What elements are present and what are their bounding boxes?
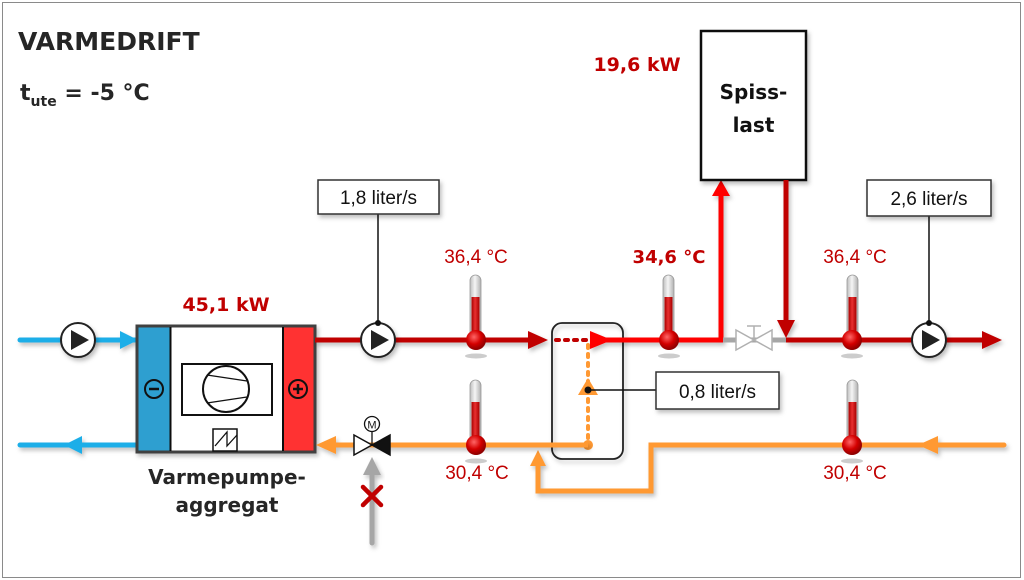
bypass-flow-value: 0,8 liter/s	[679, 382, 756, 403]
closed-x-icon	[360, 484, 384, 508]
bypass-flow-callout	[655, 371, 780, 410]
inactive-bypass-pipe	[363, 457, 381, 546]
hp-supply-pipe	[315, 331, 548, 349]
mixing-bypass-box	[551, 322, 624, 460]
play-icon	[371, 330, 389, 350]
heat-pump-power: 45,1 kW	[182, 294, 269, 316]
outdoor-temp-label: tute = -5 °C	[20, 81, 150, 110]
thermometer-icon-hp-return	[465, 379, 487, 464]
heat-pump-label-line1: Varmepumpe-	[148, 465, 306, 489]
thermometer-icon-consumer-return	[841, 379, 863, 464]
expansion-valve-icon	[212, 428, 238, 452]
peak-load-power: 19,6 kW	[593, 54, 680, 76]
hp-flow-value: 1,8 liter/s	[340, 188, 417, 209]
outdoor-temp-symbol: t	[20, 81, 31, 106]
compressor-icon	[181, 363, 273, 416]
consumer-return-pipe	[530, 436, 1007, 494]
peak-load-return-pipe	[777, 180, 795, 338]
temp-consumer-supply: 36,4 °C	[823, 247, 887, 268]
peak-load-unit	[699, 29, 808, 182]
svg-text:M: M	[367, 420, 376, 432]
thermometer-icon-consumer-supply	[841, 274, 863, 359]
mixed-supply-pipe	[590, 180, 730, 349]
consumer-flow-value: 2,6 liter/s	[890, 189, 967, 210]
cold-side-minus-icon	[144, 379, 164, 399]
temp-hp-supply: 36,4 °C	[444, 247, 508, 268]
brine-pump	[60, 322, 96, 358]
outdoor-temp-value: = -5 °C	[57, 81, 150, 106]
thermometer-icon-after-mix	[658, 274, 680, 359]
page-title: VARMEDRIFT	[18, 27, 200, 56]
temp-consumer-return: 30,4 °C	[823, 463, 887, 484]
three-way-motor-valve: M	[353, 415, 391, 457]
consumer-circuit-pump	[911, 322, 947, 358]
play-icon	[922, 330, 940, 350]
consumer-flow-leader-dot	[926, 320, 932, 326]
brine-return-pipe	[17, 436, 158, 454]
shutoff-valve	[723, 325, 786, 352]
outdoor-temp-subscript: ute	[31, 94, 57, 110]
heat-pump-label-line2: aggregat	[176, 493, 279, 517]
consumer-flow-callout	[866, 179, 992, 217]
hp-flow-callout	[317, 179, 440, 215]
play-icon	[71, 330, 89, 350]
hp-circuit-pump	[360, 322, 396, 358]
consumer-supply-pipe	[786, 331, 1002, 349]
hp-flow-leader-dot	[375, 320, 381, 326]
temp-after-mix: 34,6 °C	[633, 247, 706, 268]
motor-icon	[363, 415, 381, 433]
thermometer-icon-hp-supply	[465, 274, 487, 359]
peak-load-label-line2: last	[733, 113, 775, 137]
temp-hp-return: 30,4 °C	[445, 463, 509, 484]
peak-load-label-line1: Spiss-	[720, 80, 788, 104]
hot-side-plus-icon	[288, 379, 308, 399]
